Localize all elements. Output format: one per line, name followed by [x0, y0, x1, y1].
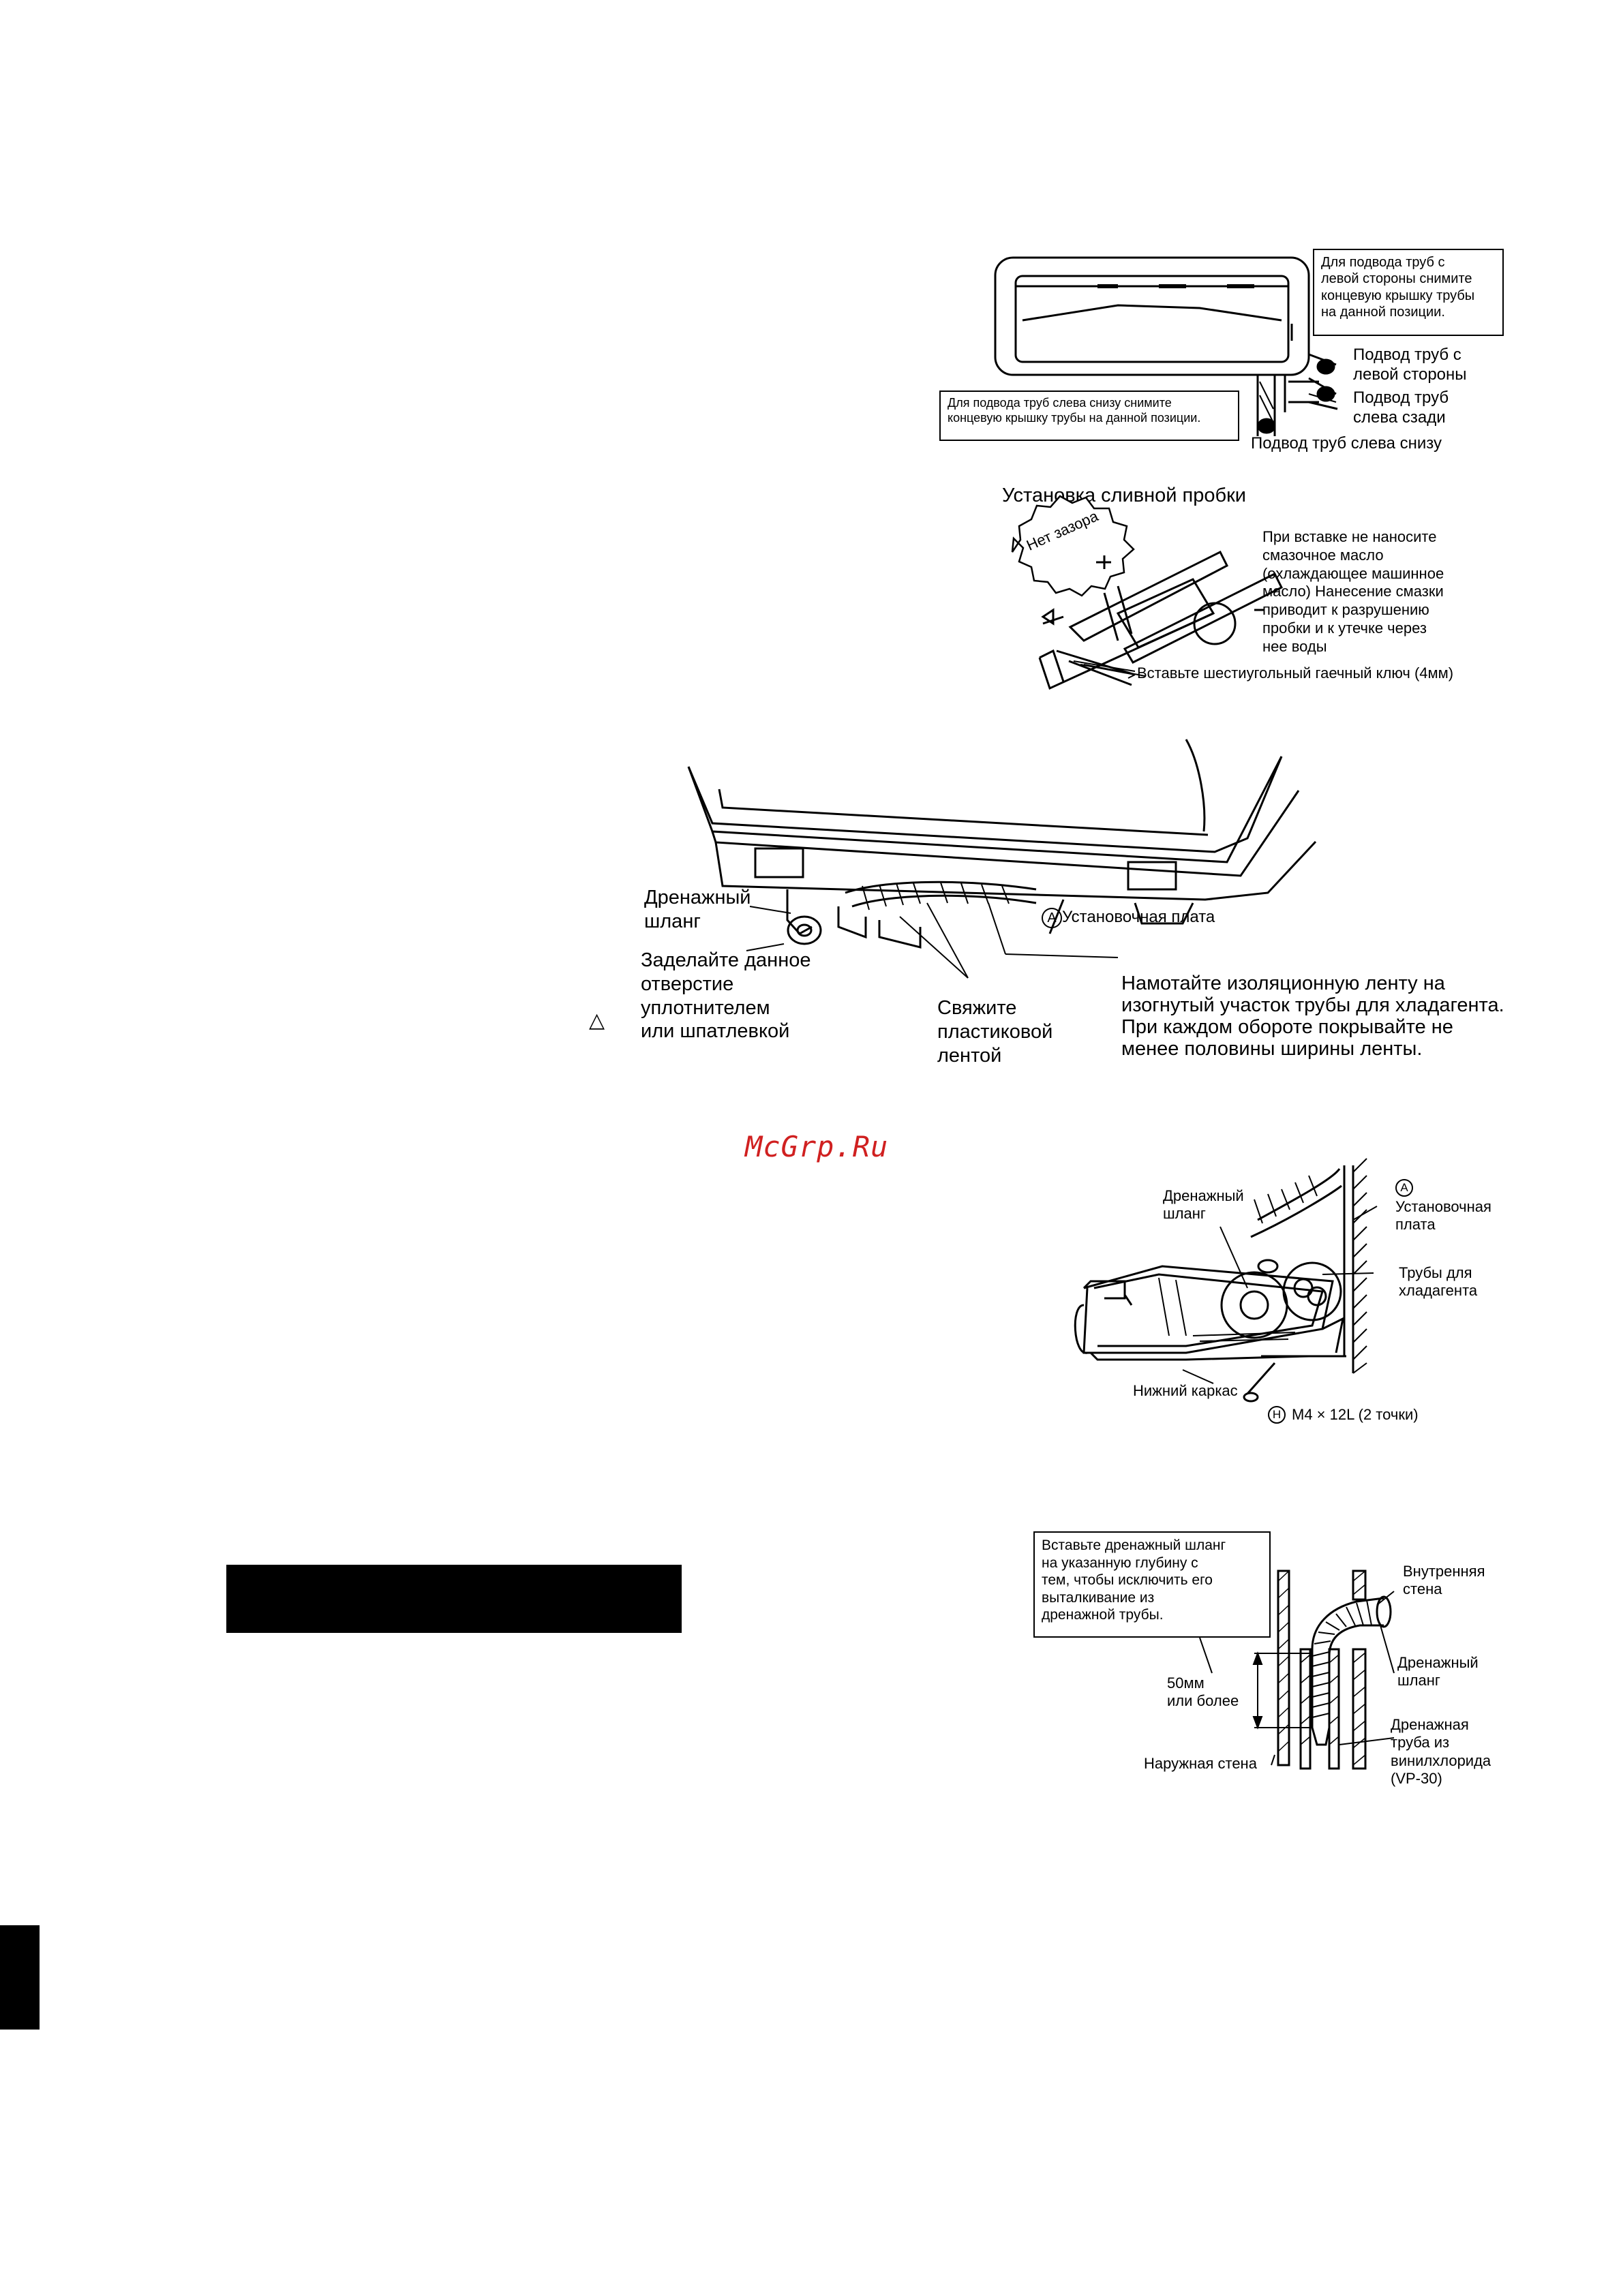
plastic-tie-label: Свяжите пластиковой лентой	[937, 997, 1053, 1067]
outer-wall-label: Наружная стена	[1144, 1755, 1257, 1772]
mounting-plate-label: Установочная плата	[1062, 908, 1215, 926]
section-heading-bar	[226, 1565, 682, 1633]
marker-a: A	[1042, 908, 1062, 928]
screw-spec-label: M4 × 12L (2 точки)	[1292, 1406, 1419, 1423]
callout-left-bottom-cap: Для подвода труб слева снизу снимите кон…	[939, 391, 1239, 441]
inner-wall-label: Внутренняя стена	[1403, 1563, 1485, 1598]
pvc-pipe-label: Дренажная труба из винилхлорида (VP-30)	[1391, 1716, 1491, 1788]
label-left-rear: Подвод труб слева сзади	[1353, 388, 1449, 427]
callout-left-side-cap: Для подвода труб с левой стороны снимите…	[1313, 249, 1504, 336]
drain-depth-callout: Вставьте дренажный шланг на указанную гл…	[1033, 1531, 1271, 1638]
hex-key-label: Вставьте шестиугольный гаечный ключ (4мм…	[1137, 664, 1454, 682]
marker-h: H	[1268, 1406, 1286, 1424]
watermark: McGrp.Ru	[745, 1130, 889, 1163]
depth-50mm-label: 50мм или более	[1167, 1674, 1239, 1710]
page-edge-tab	[0, 1925, 40, 2030]
lower-frame-label: Нижний каркас	[1133, 1382, 1238, 1399]
marker-a-2: A	[1395, 1179, 1413, 1197]
mounting-plate-label-2: Установочная плата	[1395, 1198, 1491, 1234]
refrigerant-pipes-label: Трубы для хладагента	[1399, 1264, 1478, 1300]
drain-plug-title: Установка сливной пробки	[1002, 485, 1247, 506]
drain-hose-label-3: Дренажный шланг	[1397, 1654, 1479, 1689]
seal-hole-label: Заделайте данное отверстие уплотнителем …	[641, 949, 811, 1043]
no-oil-warning: При вставке не наносите смазочное масло …	[1262, 528, 1444, 655]
drain-hose-label: Дренажный шланг	[644, 887, 751, 932]
drain-hose-label-2: Дренажный шланг	[1163, 1187, 1244, 1223]
label-left-side: Подвод труб с левой стороны	[1353, 346, 1467, 384]
insulation-tape-note: Намотайте изоляционную ленту на изогнуты…	[1121, 973, 1504, 1060]
triangle-mark: △	[589, 1009, 605, 1032]
label-left-bottom: Подвод труб слева снизу	[1251, 434, 1442, 453]
